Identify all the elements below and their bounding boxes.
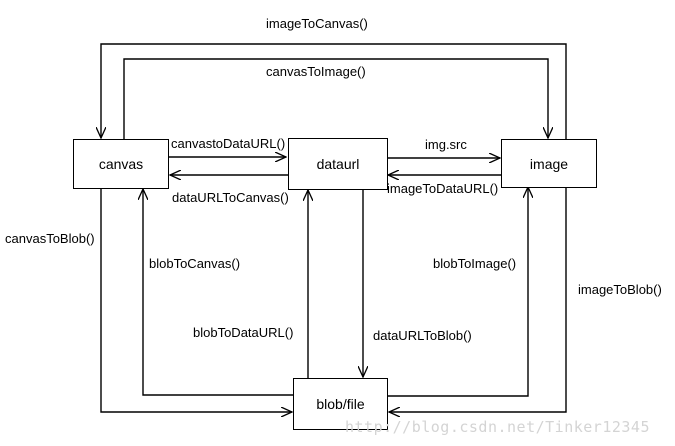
label-image-to-blob: imageToBlob(): [578, 282, 662, 297]
label-blob-to-image: blobToImage(): [433, 256, 517, 271]
edge-image-to-blob: [389, 187, 567, 412]
edge-blob-to-canvas: [143, 189, 294, 396]
node-image: image: [501, 139, 597, 188]
node-canvas: canvas: [73, 139, 169, 189]
node-blob-file: blob/file: [293, 378, 388, 430]
label-image-to-dataurl: imageToDataURL(): [387, 181, 499, 196]
edge-canvas-to-image: [123, 58, 548, 139]
label-canvas-to-image: canvasToImage(): [266, 64, 366, 79]
label-blob-to-dataurl: blobToDataURL(): [193, 325, 294, 340]
edge-image-to-canvas: [101, 43, 567, 139]
label-dataurl-to-canvas: dataURLToCanvas(): [172, 190, 289, 205]
label-canvas-to-dataurl: canvastoDataURL(): [171, 136, 286, 151]
label-blob-to-canvas: blobToCanvas(): [149, 256, 241, 271]
edge-canvas-to-blob: [100, 188, 292, 412]
label-img-src: img.src: [425, 137, 467, 152]
node-dataurl: dataurl: [288, 138, 388, 190]
label-canvas-to-blob: canvasToBlob(): [5, 231, 95, 246]
label-image-to-canvas: imageToCanvas(): [266, 16, 368, 31]
watermark-text: http://blog.csdn.net/Tinker12345: [345, 418, 650, 436]
edge-blob-to-image: [387, 187, 528, 397]
label-dataurl-to-blob: dataURLToBlob(): [373, 328, 472, 343]
